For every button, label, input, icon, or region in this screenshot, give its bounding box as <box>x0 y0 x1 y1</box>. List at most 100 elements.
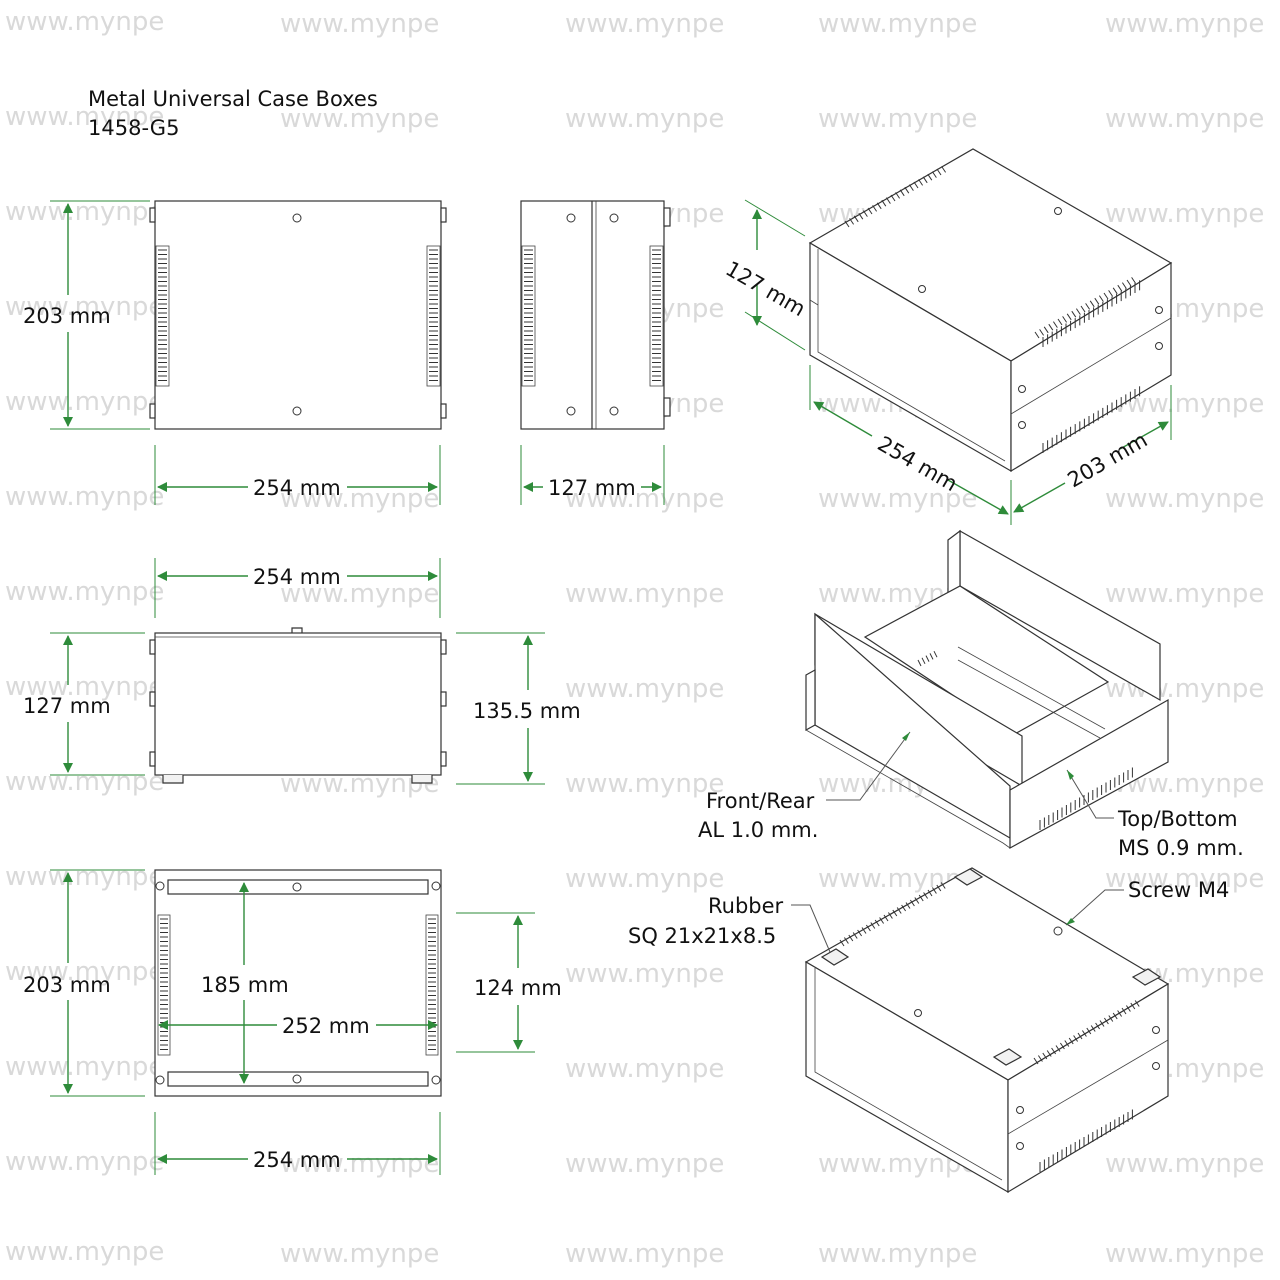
screw-icon <box>609 213 619 223</box>
screw-icon <box>1152 1026 1160 1034</box>
watermark-text: www.mynpe <box>565 769 724 799</box>
dim-top-height: 127 mm <box>23 694 111 718</box>
watermark-text: www.mynpe <box>5 1052 164 1082</box>
side-view <box>520 200 671 430</box>
dim-top-width: 254 mm <box>253 565 341 589</box>
screw-icon <box>1152 1062 1160 1070</box>
watermark-text: www.mynpe <box>5 7 164 37</box>
watermark-text: www.mynpe <box>565 579 724 609</box>
watermark-text: www.mynpe <box>5 292 164 322</box>
watermark-text: www.mynpe <box>280 1239 439 1269</box>
iso-height-dimension: 127 mm <box>722 199 810 351</box>
watermark-text: www.mynpe <box>5 1237 164 1267</box>
vent-left <box>155 245 170 387</box>
watermark-text: www.mynpe <box>280 9 439 39</box>
screw-icon <box>431 881 441 891</box>
front-height-dimension: 203 mm <box>23 200 150 430</box>
watermark-text: www.mynpe <box>5 387 164 417</box>
iso-closed-view <box>808 148 1173 473</box>
screw-icon <box>609 406 619 416</box>
screw-icon <box>1054 207 1062 215</box>
screw-icon <box>1155 306 1163 314</box>
watermark-text: www.mynpe <box>565 1239 724 1269</box>
dim-inner-depth: 185 mm <box>201 973 289 997</box>
dim-iso-depth: 203 mm <box>1064 428 1152 493</box>
callout-front-rear-2: AL 1.0 mm. <box>698 818 818 842</box>
callout-rubber-2: SQ 21x21x8.5 <box>628 924 776 948</box>
dim-front-width: 254 mm <box>253 476 341 500</box>
title-line-1: Metal Universal Case Boxes <box>88 87 378 111</box>
watermark-text: www.mynpe <box>818 484 977 514</box>
watermark-text: www.mynpe <box>565 1149 724 1179</box>
screw-icon <box>292 1074 302 1084</box>
watermark-text: www.mynpe <box>818 9 977 39</box>
side-width-dimension: 127 mm <box>520 445 665 505</box>
watermark-text: www.mynpe <box>5 862 164 892</box>
watermark-text: www.mynpe <box>280 104 439 134</box>
screw-icon <box>918 285 926 293</box>
top-width-dimension: 254 mm <box>154 558 441 618</box>
open-view <box>154 869 442 1097</box>
watermark-text: www.mynpe <box>1105 1239 1264 1269</box>
watermark-text: www.mynpe <box>280 1149 439 1179</box>
dim-inner-height: 124 mm <box>474 976 562 1000</box>
screw-icon <box>1018 385 1026 393</box>
iso-bottom-view <box>791 867 1170 1194</box>
front-view <box>149 200 447 430</box>
callout-top-bottom-1: Top/Bottom <box>1117 807 1238 831</box>
watermark-text: www.mynpe <box>1105 484 1264 514</box>
inner-width-dimension: 252 mm <box>158 1014 438 1038</box>
inner-depth-dimension: 185 mm <box>201 882 289 1084</box>
watermark-text: www.mynpe <box>1105 1149 1264 1179</box>
title-line-2: 1458-G5 <box>88 116 179 140</box>
front-width-dimension: 254 mm <box>154 445 441 505</box>
watermark-text: www.mynpe <box>565 9 724 39</box>
watermark-text: www.mynpe <box>565 864 724 894</box>
watermark-text: www.mynpe <box>565 1054 724 1084</box>
top-height-dimension: 127 mm <box>23 632 145 776</box>
screw-icon <box>431 1075 441 1085</box>
screw-icon <box>155 1075 165 1085</box>
screw-icon <box>1155 342 1163 350</box>
watermark-text: www.mynpe <box>818 104 977 134</box>
dim-iso-height: 127 mm <box>722 257 810 322</box>
screw-icon <box>1016 1142 1024 1150</box>
watermark-text: www.mynpe <box>5 767 164 797</box>
vent-right <box>426 245 441 387</box>
callout-screw: Screw M4 <box>1128 878 1229 902</box>
screw-icon <box>292 213 302 223</box>
watermark-text: www.mynpe <box>1105 579 1264 609</box>
open-height-dimension: 203 mm <box>23 869 145 1097</box>
top-view <box>149 627 447 784</box>
watermark-text: www.mynpe <box>565 104 724 134</box>
watermark-text: www.mynpe <box>818 1239 977 1269</box>
screw-icon <box>1053 926 1063 936</box>
screw-icon <box>566 406 576 416</box>
watermark-text: www.mynpe <box>565 959 724 989</box>
dim-side-width: 127 mm <box>548 476 636 500</box>
screw-icon <box>566 213 576 223</box>
screw-icon <box>155 881 165 891</box>
watermark-text: www.mynpe <box>5 482 164 512</box>
watermark-text: www.mynpe <box>565 674 724 704</box>
dim-top-total: 135.5 mm <box>473 699 581 723</box>
callout-front-rear-1: Front/Rear <box>706 789 815 813</box>
watermark-text: www.mynpe <box>5 672 164 702</box>
watermark-text: www.mynpe <box>1105 9 1264 39</box>
dim-open-height: 203 mm <box>23 973 111 997</box>
screw-icon <box>914 1009 922 1017</box>
screw-icon <box>1018 421 1026 429</box>
watermark-text: www.mynpe <box>5 102 164 132</box>
watermark-text: www.mynpe <box>5 197 164 227</box>
watermark-text: www.mynpe <box>565 484 724 514</box>
screw-icon <box>292 406 302 416</box>
inner-height-dimension: 124 mm <box>456 912 562 1053</box>
bottom-width-dimension: 254 mm <box>154 1112 441 1175</box>
callout-rubber-1: Rubber <box>708 894 784 918</box>
watermark-text: www.mynpe <box>5 577 164 607</box>
screw-icon <box>292 882 302 892</box>
watermark-text: www.mynpe <box>1105 864 1264 894</box>
iso-open-view <box>805 529 1169 850</box>
watermark-text: www.mynpe <box>1105 104 1264 134</box>
